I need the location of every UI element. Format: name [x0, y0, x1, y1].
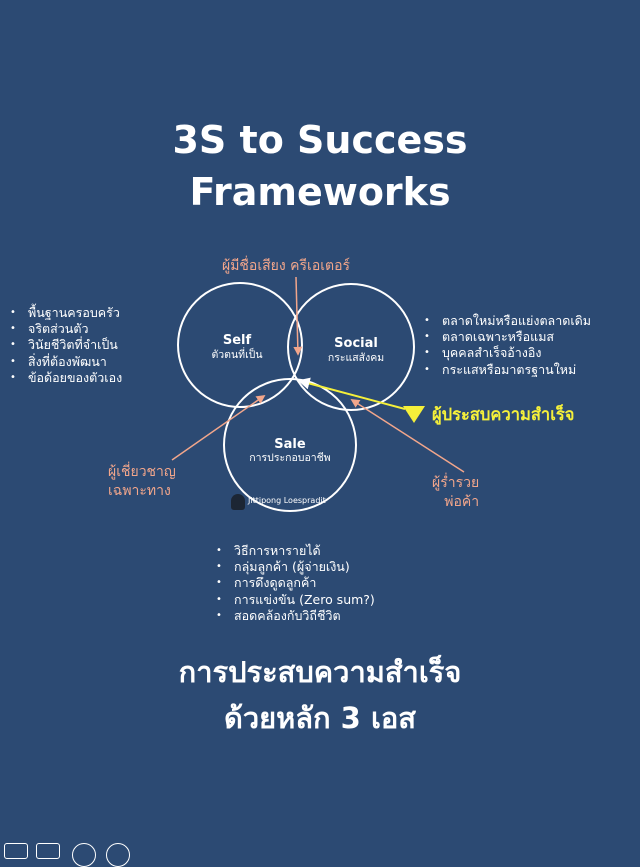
next-icon[interactable] — [106, 843, 130, 867]
social-subtitle: กระแสสังคม — [327, 352, 385, 364]
list-item: ตลาดเฉพาะหรือแมส — [420, 329, 591, 345]
list-item: พื้นฐานครอบครัว — [6, 305, 122, 321]
self-title: Self — [222, 333, 252, 348]
list-item: ตลาดใหม่หรือแย่งตลาดเดิม — [420, 313, 591, 329]
self-subtitle: ตัวตนที่เป็น — [211, 349, 263, 361]
list-item: ข้อด้อยของตัวเอง — [6, 370, 122, 386]
author-avatar — [231, 494, 245, 510]
footer-line-2: ด้วยหลัก 3 เอส — [224, 701, 416, 735]
bottom-toolbar — [0, 839, 140, 867]
expert-label: ผู้เชี่ยวชาญ เฉพาะทาง — [108, 463, 176, 501]
list-item: วิธีการหารายได้ — [212, 543, 375, 559]
list-item: การดึงดูดลูกค้า — [212, 575, 375, 591]
video-icon[interactable] — [36, 843, 60, 859]
success-triangle-icon — [403, 406, 425, 423]
list-item: สิ่งที่ต้องพัฒนา — [6, 354, 122, 370]
success-label: ผู้ประสบความสำเร็จ — [432, 405, 575, 424]
list-item: กลุ่มลูกค้า (ผู้จ่ายเงิน) — [212, 559, 375, 575]
social-title: Social — [334, 336, 378, 351]
sale-subtitle: การประกอบอาชีพ — [249, 452, 331, 464]
arrow-top — [293, 276, 303, 356]
celebrity-creator-label: ผู้มีชื่อเสียง ครีเอเตอร์ — [222, 258, 351, 274]
circle-icon[interactable] — [72, 843, 96, 867]
expert-label-line-1: ผู้เชี่ยวชาญ — [108, 464, 176, 480]
list-item: สอดคล้องกับวิถีชีวิต — [212, 608, 375, 624]
expert-label-line-2: เฉพาะทาง — [108, 483, 171, 499]
arrow-right — [350, 399, 465, 473]
social-circle — [287, 283, 415, 411]
self-factors-list: พื้นฐานครอบครัว จริตส่วนตัว วินัยชีวิตที… — [6, 305, 122, 386]
arrow-left — [171, 394, 266, 461]
author-name: Jittipong Loespradit — [248, 496, 326, 505]
list-item: การแข่งขัน (Zero sum?) — [212, 592, 375, 608]
list-item: บุคคลสำเร็จอ้างอิง — [420, 345, 591, 361]
sale-factors-list: วิธีการหารายได้ กลุ่มลูกค้า (ผู้จ่ายเงิน… — [212, 543, 375, 624]
self-circle — [177, 282, 303, 408]
wealthy-label-line-2: พ่อค้า — [444, 494, 480, 510]
list-item: วินัยชีวิตที่จำเป็น — [6, 337, 122, 353]
sale-title: Sale — [274, 437, 306, 452]
list-item: กระแสหรือมาตรฐานใหม่ — [420, 362, 591, 378]
sale-circle — [223, 378, 357, 512]
wealthy-label-line-1: ผู้ร่ำรวย — [432, 475, 480, 491]
wealthy-merchant-label: ผู้ร่ำรวย พ่อค้า — [432, 474, 479, 512]
caption-icon[interactable] — [4, 843, 28, 859]
title-line-2: Frameworks — [189, 170, 451, 214]
list-item: จริตส่วนตัว — [6, 321, 122, 337]
title-line-1: 3S to Success — [172, 118, 468, 162]
footer-line-1: การประสบความสำเร็จ — [178, 655, 462, 689]
social-factors-list: ตลาดใหม่หรือแย่งตลาดเดิม ตลาดเฉพาะหรือแม… — [420, 313, 591, 378]
arrow-success — [297, 377, 406, 410]
